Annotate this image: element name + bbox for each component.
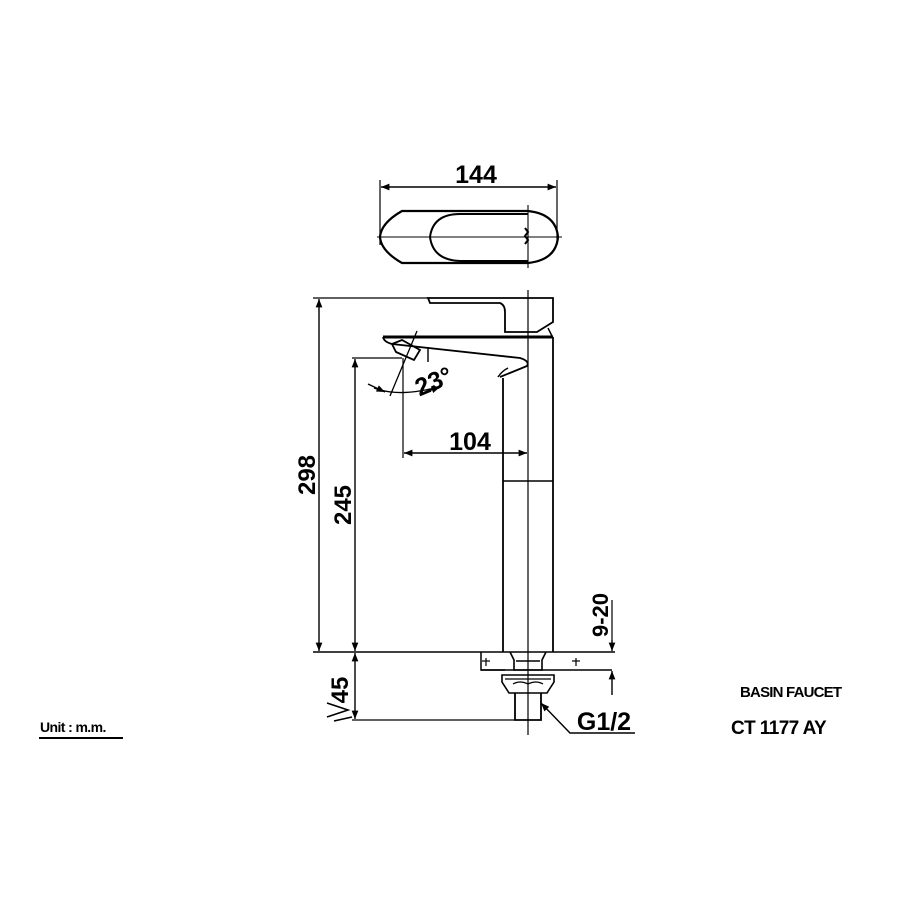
unit-label: Unit : m.m. xyxy=(40,719,106,735)
handle-side xyxy=(426,297,554,333)
dim-text-45: 45 xyxy=(327,677,354,704)
greater-equal-symbol xyxy=(326,702,353,722)
dim-text-g12: G1/2 xyxy=(577,708,631,736)
dim-text-104: 104 xyxy=(449,428,491,456)
top-view xyxy=(377,180,562,268)
aerator xyxy=(390,339,422,362)
logo-mark xyxy=(523,227,530,245)
spout-lower-edge xyxy=(382,336,529,378)
deck-plate xyxy=(480,652,612,671)
model-number: CT 1177 AY xyxy=(731,718,827,739)
leader-g12 xyxy=(540,702,635,734)
angle-arrow-right xyxy=(419,386,441,395)
lower-nut xyxy=(501,674,555,694)
dim-text-144: 144 xyxy=(455,161,497,189)
dim-text-angle: 23° xyxy=(411,362,457,403)
angle-line xyxy=(389,330,418,397)
unit-underline xyxy=(39,737,123,739)
angle-arrow-left xyxy=(367,383,386,393)
nut-chamfer xyxy=(512,681,544,685)
spout-curve xyxy=(497,367,509,378)
side-view xyxy=(313,290,635,735)
dim-text-9-20: 9-20 xyxy=(588,593,613,637)
product-title: BASIN FAUCET xyxy=(740,684,842,701)
dim-text-298: 298 xyxy=(294,455,321,495)
upper-nut xyxy=(509,651,547,671)
dim-text-245: 245 xyxy=(330,485,357,525)
